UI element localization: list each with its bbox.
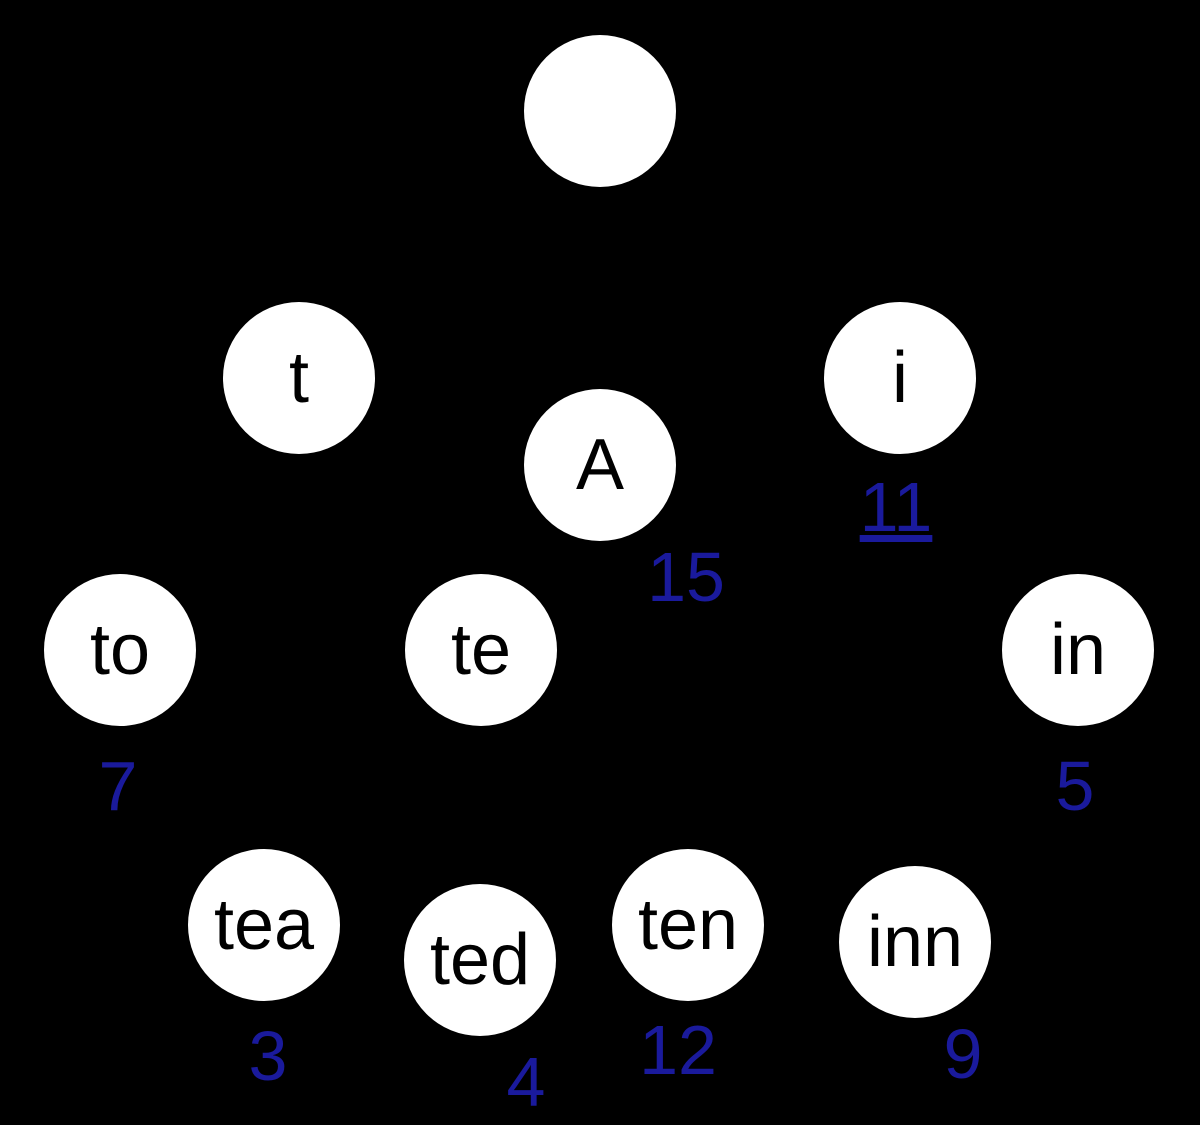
node-inn-label: inn: [866, 902, 964, 982]
node-tea: tea: [188, 849, 340, 1001]
value-in: 5: [1055, 747, 1095, 825]
node-A-label: A: [575, 425, 625, 505]
node-t-label: t: [288, 338, 309, 418]
node-in: in: [1002, 574, 1154, 726]
node-te-label: te: [450, 610, 512, 690]
node-ten: ten: [612, 849, 764, 1001]
value-ted: 4: [506, 1043, 546, 1121]
node-ten-label: ten: [637, 885, 739, 965]
node-to: to: [44, 574, 196, 726]
node-tea-label: tea: [213, 885, 315, 965]
value-to: 7: [98, 747, 138, 825]
node-root: [524, 35, 676, 187]
node-inn: inn: [839, 866, 991, 1018]
node-to-label: to: [89, 610, 151, 690]
node-ted: ted: [404, 884, 556, 1036]
value-tea: 3: [248, 1017, 288, 1095]
node-ted-label: ted: [429, 920, 531, 1000]
value-A: 15: [647, 538, 725, 616]
node-A: A: [524, 389, 676, 541]
node-t: t: [223, 302, 375, 454]
node-in-label: in: [1049, 610, 1107, 690]
node-i-label: i: [892, 338, 908, 418]
value-inn: 9: [943, 1015, 983, 1093]
value-i: 11: [859, 468, 933, 546]
node-i: i: [824, 302, 976, 454]
value-ten: 12: [639, 1011, 717, 1089]
node-te: te: [405, 574, 557, 726]
